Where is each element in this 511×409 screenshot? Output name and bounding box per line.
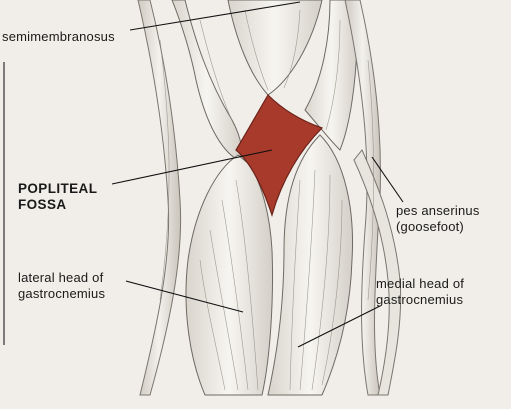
label-pes-anserinus-line-2: (goosefoot) — [396, 219, 464, 234]
label-popliteal-line-1: POPLITEAL — [18, 181, 98, 196]
leader-popliteal-fossa — [111, 149, 273, 185]
label-lateral-head: lateral head of gastrocnemius — [18, 270, 105, 302]
label-pes-anserinus-line-1: pes anserinus — [396, 203, 480, 218]
central-thigh-muscle — [227, 0, 323, 96]
leader-semimembranosus — [129, 1, 301, 31]
popliteal-fossa-shape — [235, 94, 324, 218]
left-thigh-muscle — [171, 0, 242, 161]
fibre-hatching — [159, 9, 374, 391]
outer-left-tendon — [137, 0, 182, 396]
lateral-gastrocnemius — [185, 154, 274, 396]
leader-medial-head — [297, 305, 381, 348]
label-popliteal-fossa: POPLITEAL FOSSA — [18, 181, 97, 213]
label-popliteal-line-2: FOSSA — [18, 197, 67, 212]
label-medial-head: medial head of gastrocnemius — [376, 276, 464, 308]
label-medial-head-line-2: gastrocnemius — [376, 292, 464, 307]
leader-lateral-head — [125, 280, 244, 313]
label-lateral-head-line-2: gastrocnemius — [18, 286, 106, 301]
label-semimembranosus: semimembranosus — [2, 29, 115, 44]
label-lateral-head-line-1: lateral head of — [18, 270, 104, 285]
label-medial-head-line-1: medial head of — [376, 276, 465, 291]
leader-lines — [111, 1, 404, 348]
leader-pes-anserinus — [371, 156, 404, 203]
label-pes-anserinus: pes anserinus (goosefoot) — [396, 203, 480, 235]
gracilis-tendon — [353, 149, 402, 396]
